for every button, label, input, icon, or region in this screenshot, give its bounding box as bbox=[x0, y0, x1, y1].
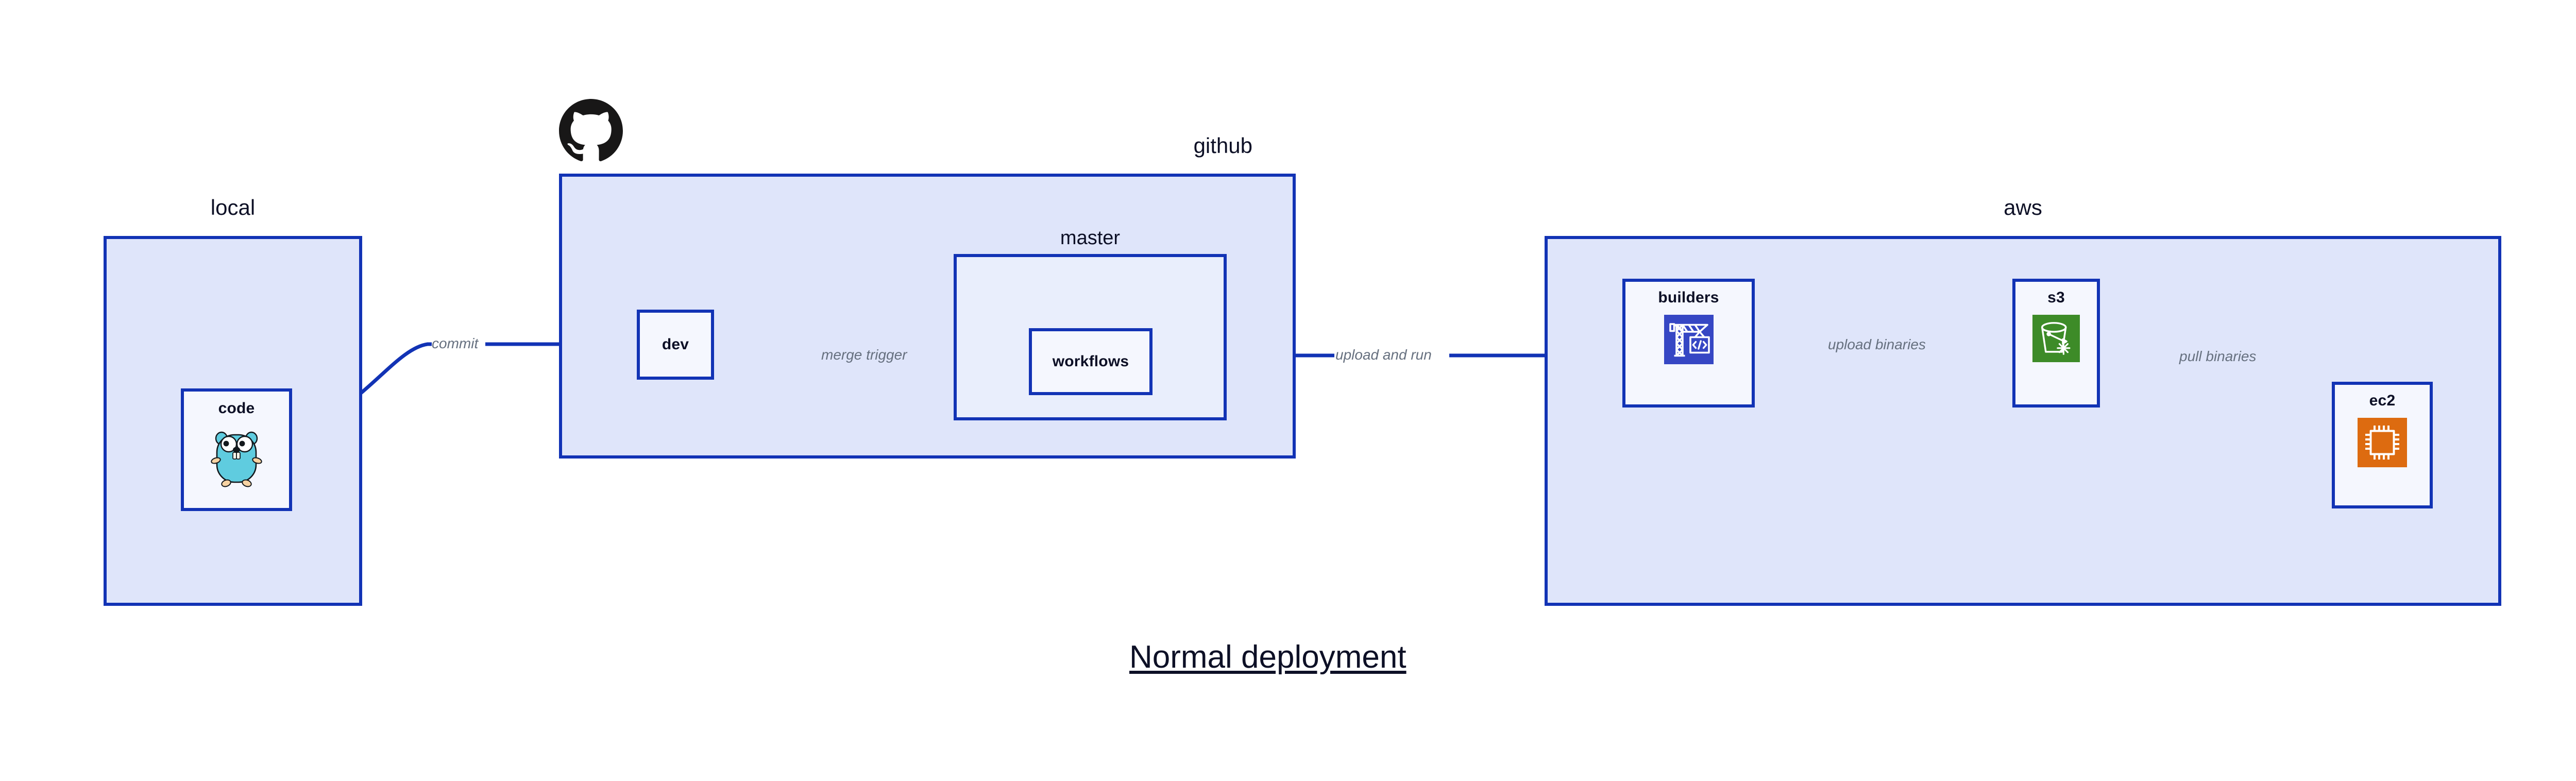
aws-ec2-chip-icon bbox=[2358, 418, 2407, 467]
zone-github: dev master workflows bbox=[559, 174, 1296, 459]
zone-caption-local: local bbox=[210, 195, 256, 219]
zone-caption-github: github bbox=[1193, 133, 1252, 158]
node-builders[interactable]: builders bbox=[1622, 279, 1755, 408]
zone-aws: builders bbox=[1545, 236, 2501, 606]
node-code[interactable]: code bbox=[181, 388, 292, 511]
node-code-label: code bbox=[218, 400, 255, 417]
node-dev-label: dev bbox=[662, 336, 689, 353]
golang-gopher-icon bbox=[211, 431, 262, 487]
zone-local: code bbox=[104, 236, 362, 606]
node-ec2[interactable]: ec2 bbox=[2332, 382, 2433, 508]
edge-label-commit: commit bbox=[432, 335, 479, 351]
figure-title: Normal deployment bbox=[1129, 639, 1406, 675]
node-builders-label: builders bbox=[1658, 289, 1719, 306]
aws-codebuild-crane-icon bbox=[1664, 315, 1714, 364]
edge-label-upload-binaries: upload binaries bbox=[1828, 336, 1926, 352]
node-ec2-label: ec2 bbox=[2369, 392, 2396, 409]
edge-label-pull-binaries: pull binaries bbox=[2179, 348, 2257, 364]
aws-s3-bucket-icon bbox=[2032, 315, 2080, 362]
zone-caption-aws: aws bbox=[2004, 195, 2042, 219]
subzone-master: workflows bbox=[954, 254, 1227, 420]
github-octocat-icon bbox=[559, 99, 623, 161]
node-dev[interactable]: dev bbox=[637, 310, 714, 380]
node-s3[interactable]: s3 bbox=[2012, 279, 2100, 408]
edge-label-merge-trigger: merge trigger bbox=[821, 347, 907, 363]
edge-label-upload-and-run: upload and run bbox=[1335, 347, 1432, 363]
node-s3-label: s3 bbox=[2047, 289, 2065, 306]
node-workflows[interactable]: workflows bbox=[1029, 328, 1153, 395]
subzone-caption-master: master bbox=[1060, 227, 1121, 249]
node-workflows-label: workflows bbox=[1052, 353, 1129, 370]
